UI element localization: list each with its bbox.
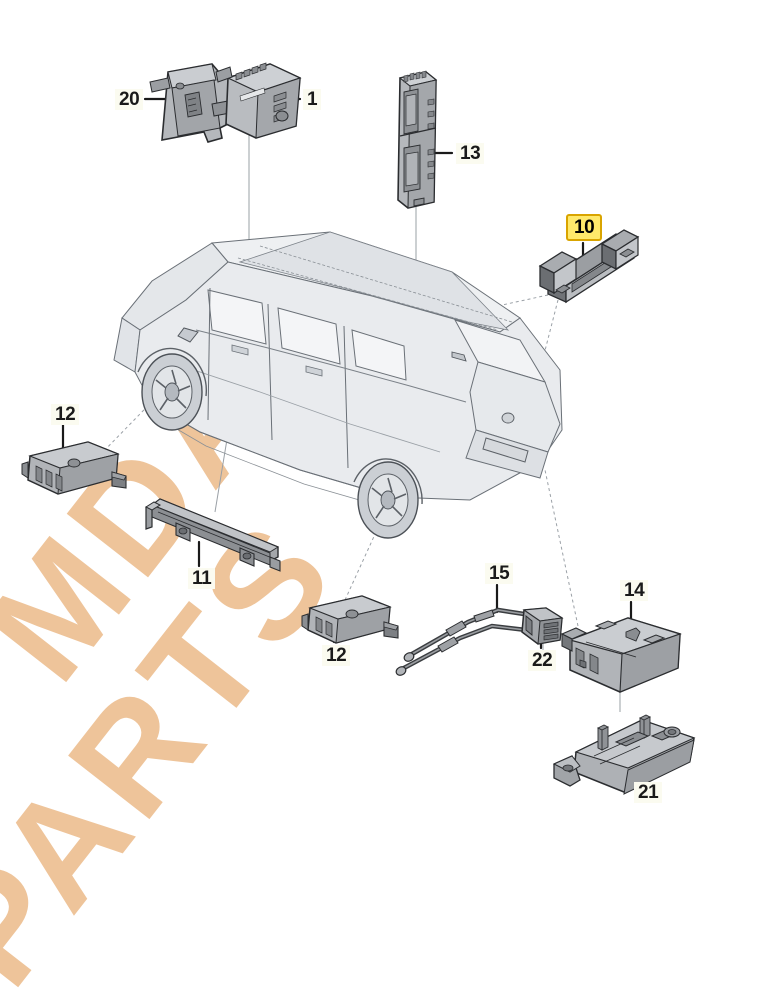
part-21-mounting-base-plate: [552, 714, 696, 795]
callout-22[interactable]: 22: [528, 650, 557, 671]
callout-10-label: 10: [574, 217, 595, 238]
callout-14-label: 14: [624, 580, 645, 601]
callout-12-lower[interactable]: 12: [322, 645, 351, 666]
callout-12-lower-label: 12: [326, 645, 347, 666]
callout-1-label: 1: [307, 89, 318, 110]
callout-1[interactable]: 1: [303, 89, 322, 110]
callout-20[interactable]: 20: [115, 89, 144, 110]
callout-20-label: 20: [119, 89, 140, 110]
part-11-mounting-rail-bracket: [144, 498, 281, 572]
part-20-control-module-bracket: [149, 63, 237, 143]
part-10-antenna-sensor-rail: [538, 229, 640, 304]
part-22-connector-plug: [521, 607, 564, 645]
part-1-control-unit-module: [215, 62, 302, 139]
callout-10[interactable]: 10: [566, 214, 603, 241]
callout-13[interactable]: 13: [456, 143, 485, 164]
callout-14[interactable]: 14: [620, 580, 649, 601]
part-14-control-module-large: [560, 617, 682, 693]
callout-13-label: 13: [460, 143, 481, 164]
callout-11-label: 11: [192, 568, 212, 589]
callout-21-label: 21: [638, 782, 659, 803]
callout-12-left[interactable]: 12: [51, 404, 80, 425]
part-12-sensor-module-left: [21, 441, 127, 495]
vehicle-illustration: [113, 231, 563, 539]
part-12-sensor-module-lower: [301, 595, 399, 644]
callout-tick-lines: [61, 97, 648, 782]
part-15-wiring-harness-cable: [395, 607, 529, 676]
callout-15[interactable]: 15: [485, 563, 514, 584]
callout-15-label: 15: [489, 563, 510, 584]
callout-12-left-label: 12: [55, 404, 76, 425]
callout-21[interactable]: 21: [634, 782, 663, 803]
part-13-tall-control-unit: [397, 70, 438, 209]
callout-11[interactable]: 11: [188, 568, 216, 589]
callout-22-label: 22: [532, 650, 553, 671]
